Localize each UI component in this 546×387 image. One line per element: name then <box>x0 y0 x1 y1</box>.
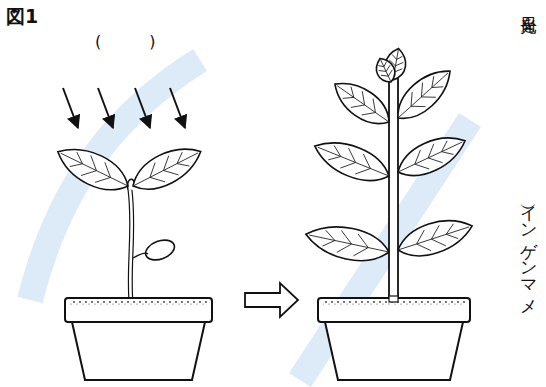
leaf <box>372 55 399 86</box>
growth-arrow <box>245 283 298 317</box>
left-pot <box>65 298 212 380</box>
leaf <box>126 138 207 199</box>
sunlight-arrows <box>63 88 185 128</box>
sunlight-arrow <box>63 88 78 128</box>
pot-body <box>72 322 205 380</box>
right-pot <box>318 296 470 380</box>
young-plant <box>51 138 207 302</box>
figure-number: 図1 <box>6 4 38 30</box>
leaf <box>303 219 393 267</box>
leaf <box>392 127 471 185</box>
cotyledon-stalk <box>133 253 148 258</box>
blank-parentheses: ( ) <box>95 32 155 53</box>
grown-plant <box>303 47 477 302</box>
sunlight-arrow <box>170 88 185 128</box>
bud <box>128 179 134 190</box>
stem <box>130 190 132 302</box>
cotyledon <box>143 236 177 263</box>
sunlight-arrow <box>98 88 113 128</box>
stem <box>389 78 398 302</box>
stem-base <box>389 296 398 302</box>
leaf <box>51 138 135 200</box>
watermark <box>30 60 470 380</box>
pot-body <box>325 322 463 380</box>
soil <box>70 300 207 306</box>
vertical-question-text: 日光を（ ）インゲンマメ <box>520 4 537 307</box>
sunlight-arrow <box>135 88 150 128</box>
pot-rim <box>65 298 212 322</box>
leaf <box>393 211 477 264</box>
leaf <box>309 132 394 190</box>
stem-inner <box>130 190 132 302</box>
